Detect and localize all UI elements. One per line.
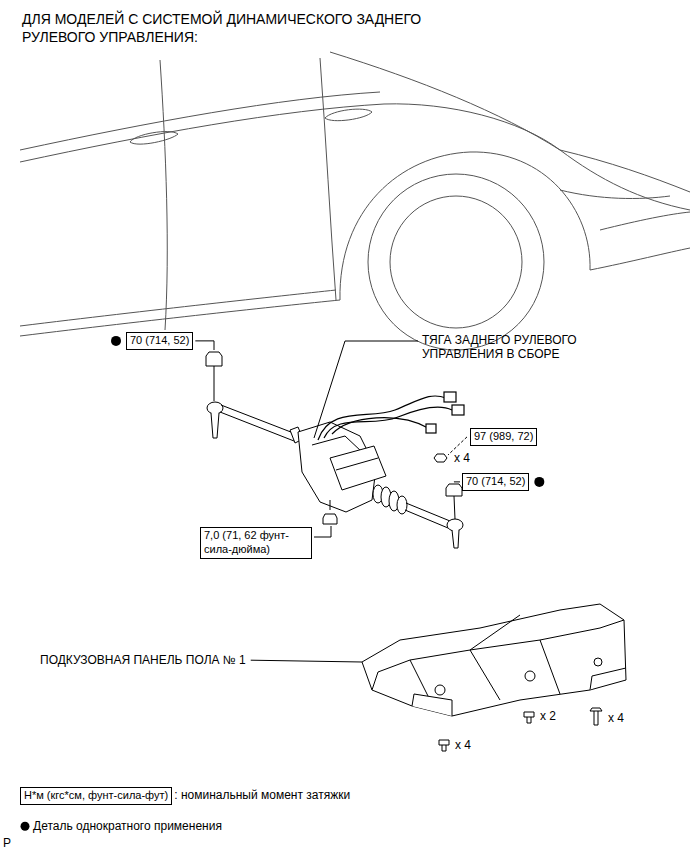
label-text: x 4 xyxy=(608,711,624,725)
torque-box: 7,0 (71, 62 фунт-сила-дюйма) xyxy=(200,527,312,559)
label-text: ПОДКУЗОВНАЯ ПАНЕЛЬ ПОЛА № 1 xyxy=(40,653,246,667)
part-label: ПОДКУЗОВНАЯ ПАНЕЛЬ ПОЛА № 1 xyxy=(40,653,246,667)
torque-box: 70 (714, 52) xyxy=(126,332,193,350)
label-text: x 2 xyxy=(540,709,556,723)
legend-entry: : номинальный момент затяжки xyxy=(174,788,350,802)
part-label: x 4 xyxy=(455,738,471,752)
torque-value: 70 (714, 52) xyxy=(130,334,189,348)
label-text: P xyxy=(3,836,11,850)
legend-entry: Деталь однократного применения xyxy=(33,819,222,833)
car-outline xyxy=(20,52,690,350)
part-label: x 4 xyxy=(608,711,624,725)
torque-value: 70 (714, 52) xyxy=(466,475,525,489)
legend-text: : номинальный момент затяжки xyxy=(174,788,350,802)
leader-lines xyxy=(195,341,467,662)
legend-text: Деталь однократного применения xyxy=(33,819,222,833)
torque-box: 70 (714, 52) xyxy=(462,473,529,491)
torque-value: Н*м (кгс*см, фунт-сила-фут) xyxy=(24,789,168,803)
label-text: x 4 xyxy=(454,451,470,465)
part-label: ТЯГА ЗАДНЕГО РУЛЕВОГО УПРАВЛЕНИЯ В СБОРЕ xyxy=(422,333,612,362)
diagram-title: ДЛЯ МОДЕЛЕЙ С СИСТЕМОЙ ДИНАМИЧЕСКОГО ЗАД… xyxy=(22,10,492,46)
wire-harness xyxy=(318,392,464,440)
part-label: x 4 xyxy=(454,451,470,465)
rear-steering-gear xyxy=(206,352,463,548)
label-text: ТЯГА ЗАДНЕГО РУЛЕВОГО УПРАВЛЕНИЯ В СБОРЕ xyxy=(422,333,577,361)
single-use-marks xyxy=(21,336,545,831)
title-text: ДЛЯ МОДЕЛЕЙ С СИСТЕМОЙ ДИНАМИЧЕСКОГО ЗАД… xyxy=(22,11,421,45)
torque-box: Н*м (кгс*см, фунт-сила-фут) xyxy=(20,787,172,805)
torque-box: 97 (989, 72) xyxy=(470,428,537,446)
part-label: x 2 xyxy=(540,709,556,723)
floor-under-cover xyxy=(362,604,626,751)
torque-value: 97 (989, 72) xyxy=(474,430,533,444)
torque-value: 7,0 (71, 62 фунт-сила-дюйма) xyxy=(204,529,308,557)
part-label: P xyxy=(3,836,11,850)
label-text: x 4 xyxy=(455,738,471,752)
